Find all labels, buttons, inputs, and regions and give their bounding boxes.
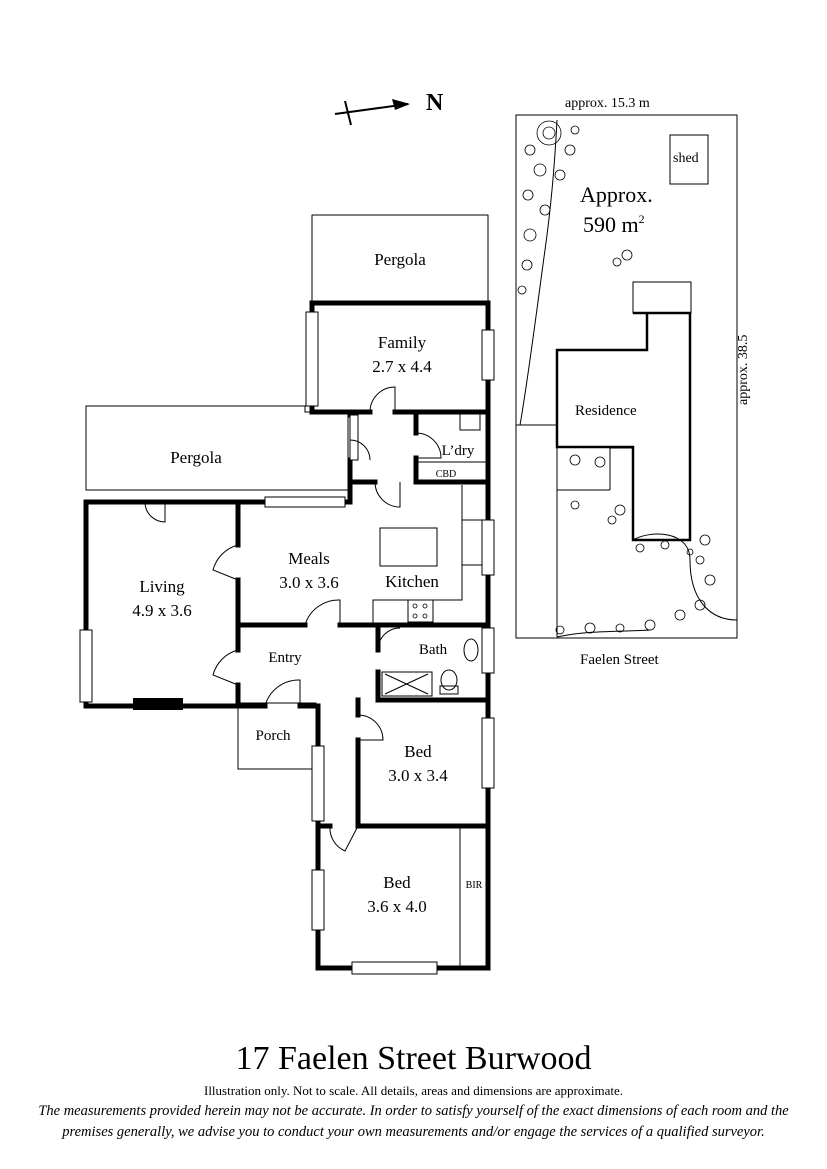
kitchen-island [379,527,438,567]
shed-label: shed [673,151,699,166]
bed1-dims: 3.0 x 3.4 [388,766,448,785]
site-plan [515,114,738,639]
bed2-dims: 3.6 x 4.0 [367,897,427,916]
site-area-sup: 2 [639,212,645,226]
meals-dims: 3.0 x 3.6 [279,573,339,592]
compass-label: N [426,90,444,116]
family-dims: 2.7 x 4.4 [372,357,432,376]
pergola-left-label: Pergola [170,448,222,467]
living-label: Living [139,577,185,596]
entry-label: Entry [268,650,302,666]
site-area-label: Approx. [580,182,653,207]
shed [669,134,709,185]
basin [463,638,479,662]
bed1-label: Bed [404,742,432,761]
bed2-label: Bed [383,873,411,892]
residence-outline [555,311,692,542]
walls [83,300,491,971]
garden-shrubs-icon [517,120,716,635]
windows [79,311,495,975]
bath-label: Bath [419,642,448,658]
bir-label: BIR [466,880,483,891]
door-swings [144,386,442,852]
porch-label: Porch [256,728,291,744]
bathtub [381,671,433,697]
north-arrow-icon [334,99,410,126]
disclaimer-short: Illustration only. Not to scale. All det… [203,1083,624,1098]
site-depth-label: approx. 38.5 [736,335,751,405]
disclaimer-long: The measurements provided herein may not… [0,1101,827,1143]
residence-label: Residence [575,403,637,419]
disclaimer-line-2: premises generally, we advise you to con… [62,1124,765,1140]
street-label: Faelen Street [580,652,660,668]
disclaimer-line-1: The measurements provided herein may not… [38,1103,789,1119]
kitchen-label: Kitchen [385,572,439,591]
site-area-value: 590 m2 [583,212,645,237]
meals-label: Meals [288,549,330,568]
cbd-label: CBD [436,469,457,480]
site-width-label: approx. 15.3 m [565,96,650,111]
pergola-top-label: Pergola [374,250,426,269]
site-area-number: 590 m [583,212,639,237]
address-title: 17 Faelen Street Burwood [235,1040,592,1077]
family-label: Family [378,333,427,352]
toilet [440,669,458,691]
laundry-label: L’dry [442,443,475,459]
living-dims: 4.9 x 3.6 [132,601,192,620]
